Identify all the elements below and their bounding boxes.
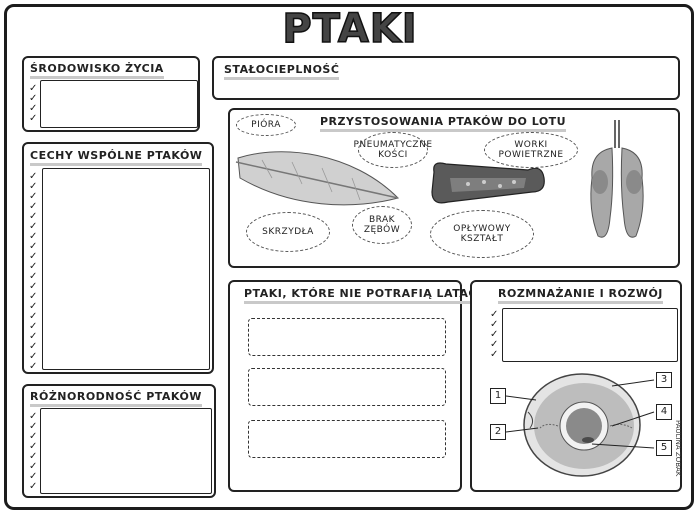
check-icon: ✓ bbox=[490, 339, 499, 350]
check-icon: ✓ bbox=[29, 331, 38, 342]
check-icon: ✓ bbox=[490, 309, 499, 320]
bone-illustration bbox=[431, 162, 545, 204]
check-icon: ✓ bbox=[29, 83, 38, 94]
check-icon: ✓ bbox=[29, 241, 38, 252]
panel-title: PTAKI, KTÓRE NIE POTRAFIĄ LATAĆ bbox=[244, 287, 477, 304]
egg-label-2: 2 bbox=[490, 424, 506, 440]
egg-label-3: 3 bbox=[656, 372, 672, 388]
panel-rozmnazanie: ROZMNAŻANIE I ROZWÓJ ✓ ✓ ✓ ✓ ✓ 1 2 3 4 5 bbox=[470, 280, 682, 492]
page-title: PTAKI bbox=[282, 5, 418, 53]
check-icon: ✓ bbox=[29, 441, 38, 452]
check-icon: ✓ bbox=[490, 319, 499, 330]
egg-label-1: 1 bbox=[490, 388, 506, 404]
check-icon: ✓ bbox=[29, 341, 38, 352]
check-list: ✓ ✓ ✓ ✓ bbox=[29, 84, 37, 124]
answer-box-nielatajace-3[interactable] bbox=[248, 420, 446, 458]
label-worki: WORKI POWIETRZNE bbox=[484, 132, 578, 168]
check-icon: ✓ bbox=[29, 451, 38, 462]
panel-title: PRZYSTOSOWANIA PTAKÓW DO LOTU bbox=[320, 115, 567, 132]
panel-nielatajace: PTAKI, KTÓRE NIE POTRAFIĄ LATAĆ bbox=[228, 280, 477, 492]
check-icon: ✓ bbox=[29, 191, 38, 202]
check-icon: ✓ bbox=[29, 271, 38, 282]
check-icon: ✓ bbox=[29, 221, 38, 232]
check-icon: ✓ bbox=[29, 93, 38, 104]
answer-box-srodowisko[interactable] bbox=[40, 80, 198, 128]
check-icon: ✓ bbox=[29, 251, 38, 262]
panel-roznorodnosc: RÓŻNORODNOŚĆ PTAKÓW ✓ ✓ ✓ ✓ ✓ ✓ ✓ ✓ bbox=[22, 384, 216, 498]
panel-srodowisko: ŚRODOWISKO ŻYCIA ✓ ✓ ✓ ✓ bbox=[22, 56, 200, 132]
check-icon: ✓ bbox=[29, 461, 38, 472]
check-icon: ✓ bbox=[29, 361, 38, 372]
check-icon: ✓ bbox=[29, 301, 38, 312]
answer-box-nielatajace-1[interactable] bbox=[248, 318, 446, 356]
panel-przystosowania: PRZYSTOSOWANIA PTAKÓW DO LOTU PIÓRA PNEU… bbox=[228, 108, 680, 268]
label-kosci: PNEUMATYCZNE KOŚCI bbox=[353, 132, 432, 168]
check-icon: ✓ bbox=[29, 351, 38, 362]
check-icon: ✓ bbox=[29, 411, 38, 422]
label-piora: PIÓRA bbox=[236, 114, 296, 136]
check-icon: ✓ bbox=[29, 481, 38, 492]
check-icon: ✓ bbox=[29, 171, 38, 182]
label-zeby: BRAK ZĘBÓW bbox=[352, 206, 412, 244]
answer-box-cechy[interactable] bbox=[42, 168, 210, 370]
label-skrzydla: SKRZYDŁA bbox=[246, 212, 330, 252]
author-signature: PAULINA ZOBAK bbox=[674, 420, 682, 477]
check-list: ✓ ✓ ✓ ✓ ✓ ✓ ✓ ✓ ✓ ✓ ✓ ✓ ✓ ✓ ✓ ✓ ✓ ✓ ✓ ✓ bbox=[29, 172, 37, 372]
check-icon: ✓ bbox=[29, 201, 38, 212]
panel-cechy: CECHY WSPÓLNE PTAKÓW ✓ ✓ ✓ ✓ ✓ ✓ ✓ ✓ ✓ ✓… bbox=[22, 142, 214, 374]
check-list: ✓ ✓ ✓ ✓ ✓ bbox=[490, 310, 498, 360]
check-icon: ✓ bbox=[490, 329, 499, 340]
panel-title: RÓŻNORODNOŚĆ PTAKÓW bbox=[30, 390, 202, 407]
check-icon: ✓ bbox=[29, 211, 38, 222]
label-ksztalt: OPŁYWOWY KSZTAŁT bbox=[430, 210, 534, 258]
check-icon: ✓ bbox=[29, 231, 38, 242]
check-list: ✓ ✓ ✓ ✓ ✓ ✓ ✓ ✓ bbox=[29, 412, 37, 492]
check-icon: ✓ bbox=[29, 471, 38, 482]
check-icon: ✓ bbox=[29, 261, 38, 272]
check-icon: ✓ bbox=[29, 431, 38, 442]
check-icon: ✓ bbox=[29, 113, 38, 124]
check-icon: ✓ bbox=[29, 281, 38, 292]
check-icon: ✓ bbox=[29, 311, 38, 322]
answer-box-roznorodnosc[interactable] bbox=[40, 408, 212, 494]
check-icon: ✓ bbox=[29, 181, 38, 192]
egg-label-4: 4 bbox=[656, 404, 672, 420]
feather-illustration bbox=[235, 151, 399, 206]
egg-diagram bbox=[523, 373, 641, 477]
panel-stalocieplnosc[interactable]: STAŁOCIEPLNOŚĆ bbox=[212, 56, 680, 100]
air-sacs-illustration bbox=[590, 120, 644, 238]
answer-box-rozmnazanie[interactable] bbox=[502, 308, 678, 362]
answer-box-nielatajace-2[interactable] bbox=[248, 368, 446, 406]
panel-title: STAŁOCIEPLNOŚĆ bbox=[224, 63, 340, 80]
panel-title: ROZMNAŻANIE I ROZWÓJ bbox=[498, 287, 663, 304]
panel-title: CECHY WSPÓLNE PTAKÓW bbox=[30, 149, 203, 166]
check-icon: ✓ bbox=[29, 321, 38, 332]
egg-leader-lines bbox=[505, 379, 655, 449]
panel-title: ŚRODOWISKO ŻYCIA bbox=[30, 62, 164, 79]
egg-label-5: 5 bbox=[656, 440, 672, 456]
check-icon: ✓ bbox=[490, 349, 499, 360]
check-icon: ✓ bbox=[29, 103, 38, 114]
check-icon: ✓ bbox=[29, 291, 38, 302]
check-icon: ✓ bbox=[29, 421, 38, 432]
